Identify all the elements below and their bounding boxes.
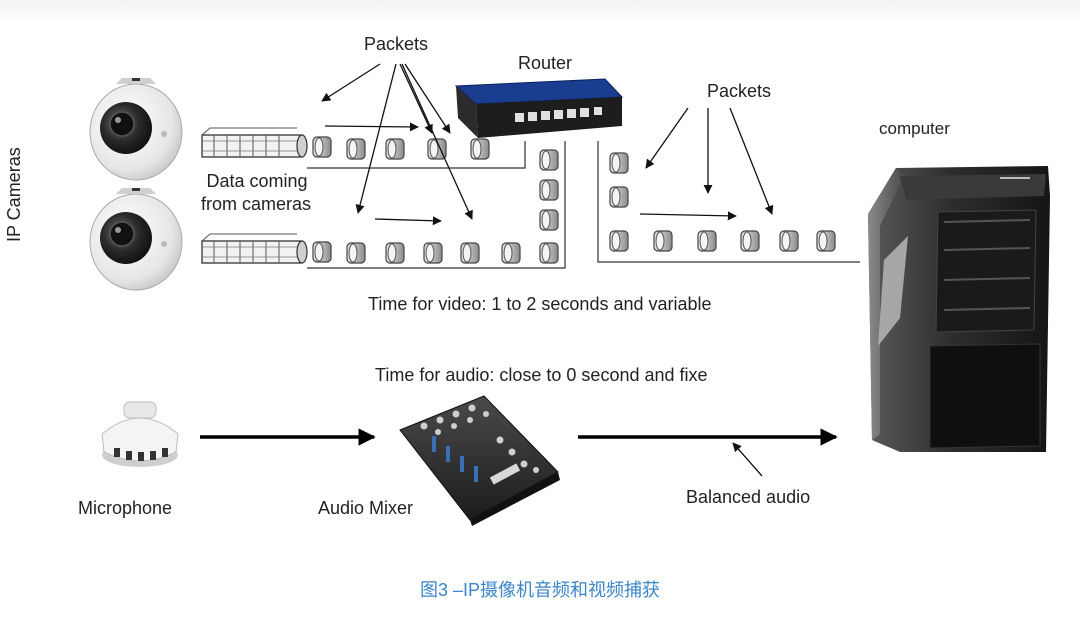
computer-tower-icon [868,166,1050,452]
packets-row-camera-1 [312,136,490,160]
time-video-label: Time for video: 1 to 2 seconds and varia… [368,294,712,314]
microphone-label: Microphone [78,498,173,518]
computer-label: computer [879,119,950,138]
data-stream-tube-1 [201,127,308,158]
packets-label-left: Packets [364,34,429,54]
audio-signal-arrows [200,428,838,477]
router-icon [454,78,624,138]
packets-row-camera-2 [312,241,559,264]
ip-cameras-label: IP Cameras [4,147,24,242]
packets-router-out [609,152,836,252]
data-coming-label-line2: from cameras [200,194,312,214]
figure-caption: 图3 –IP摄像机音频和视频捕获 [419,580,661,600]
audio-mixer-label: Audio Mixer [318,498,414,518]
ip-camera-2 [89,187,183,291]
ip-camera-1 [89,77,183,181]
data-coming-label-line1: Data coming [206,171,308,191]
top-band [0,0,1080,24]
network-lines [307,141,860,269]
packets-label-right: Packets [707,81,772,101]
packets-arrows-left [321,63,473,226]
microphone-icon [101,401,179,467]
time-audio-label: Time for audio: close to 0 second and fi… [375,365,708,385]
audio-mixer-icon [399,395,560,526]
data-stream-tube-2 [201,233,308,264]
packets-column-router-in [539,149,559,231]
balanced-audio-label: Balanced audio [686,487,811,507]
router-label: Router [518,53,573,73]
packets-arrows-right [639,107,774,221]
